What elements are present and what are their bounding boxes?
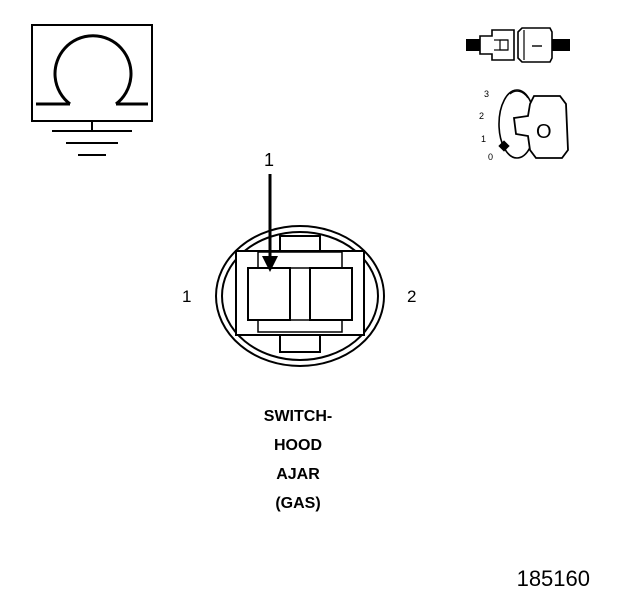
title-line-4: (GAS) bbox=[275, 495, 321, 512]
terminal-2 bbox=[309, 267, 353, 321]
title-line-1: SWITCH- bbox=[263, 408, 333, 425]
pointer-label: 1 bbox=[264, 150, 274, 170]
ignition-position-1: 1 bbox=[481, 134, 486, 144]
ignition-position-2: 2 bbox=[479, 111, 484, 121]
pin-label-2: 2 bbox=[407, 287, 416, 306]
title-line-2: HOOD bbox=[274, 437, 322, 454]
ohm-symbol-icon bbox=[31, 24, 153, 122]
ignition-position-3: 3 bbox=[484, 89, 489, 99]
figure-id: 185160 bbox=[516, 566, 590, 591]
ignition-position-0: 0 bbox=[488, 152, 493, 162]
ground-icon bbox=[52, 121, 132, 156]
terminal-pointer-arrow bbox=[262, 174, 278, 272]
connector-face bbox=[215, 225, 385, 367]
terminal-1 bbox=[247, 267, 291, 321]
ignition-key-label: O bbox=[536, 121, 552, 143]
pin-label-1: 1 bbox=[182, 287, 191, 306]
ignition-key-icon: 3 2 1 0 O bbox=[479, 89, 569, 162]
title-line-3: AJAR bbox=[276, 466, 320, 483]
connector-plug-icon bbox=[466, 27, 570, 63]
